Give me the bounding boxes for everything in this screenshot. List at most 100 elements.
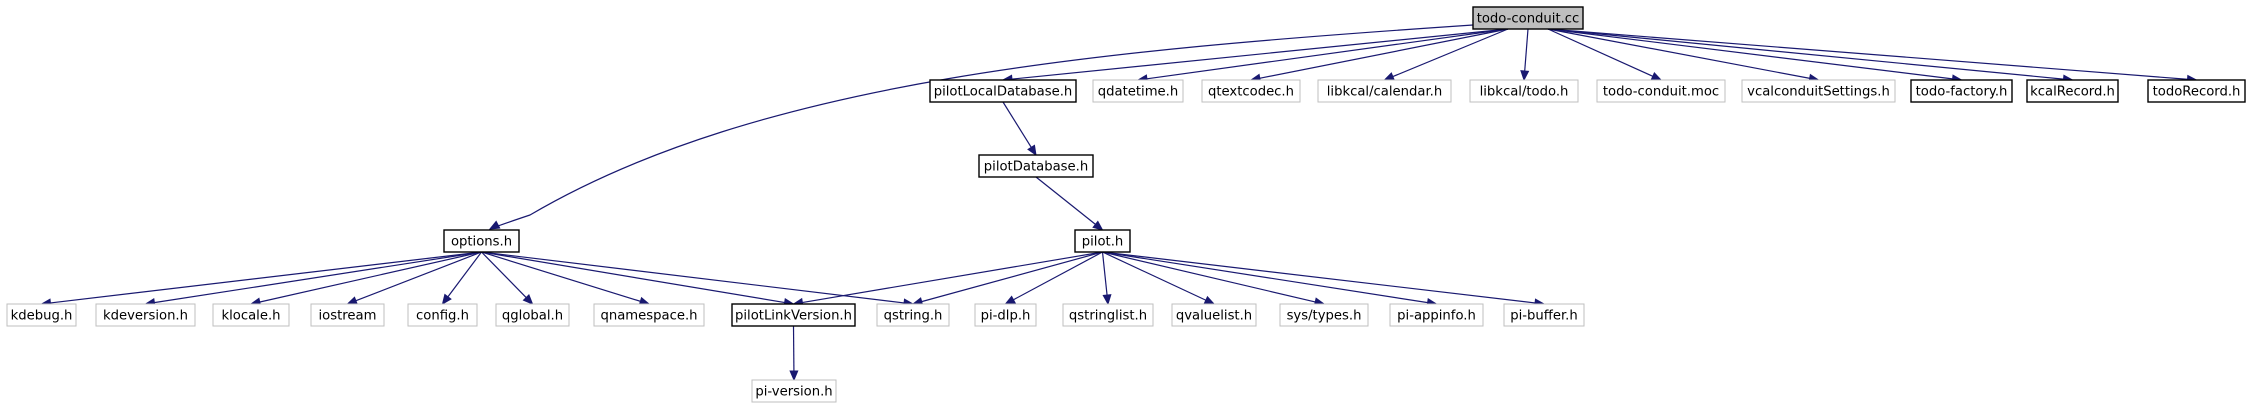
node-pi-appinfo: pi-appinfo.h — [1389, 303, 1484, 327]
arrowhead — [488, 220, 501, 230]
node-box — [593, 303, 705, 327]
node-pilotDatabase[interactable]: pilotDatabase.h — [978, 154, 1094, 178]
edge-options-to-qglobal — [481, 251, 534, 305]
node-qvaluelist: qvaluelist.h — [1171, 303, 1257, 327]
edge-options-to-iostream — [346, 251, 482, 305]
node-qnamespace: qnamespace.h — [593, 303, 705, 327]
node-label: vcalconduitSettings.h — [1747, 85, 1890, 100]
node-label: pi-appinfo.h — [1397, 309, 1476, 324]
node-box — [929, 79, 1077, 103]
node-box — [2147, 79, 2246, 103]
node-pi-dlp: pi-dlp.h — [974, 303, 1037, 327]
arrowhead — [1520, 70, 1530, 82]
node-pi-buffer: pi-buffer.h — [1503, 303, 1585, 327]
node-label: pilotLinkVersion.h — [735, 309, 852, 324]
node-box — [1317, 79, 1452, 103]
arrowhead — [789, 370, 799, 382]
node-todo-conduit-moc: todo-conduit.moc — [1596, 79, 1726, 103]
node-pilot[interactable]: pilot.h — [1074, 229, 1131, 253]
edge-pilotDatabase-to-pilot — [1035, 176, 1104, 231]
node-config: config.h — [407, 303, 478, 327]
node-todoRecord[interactable]: todoRecord.h — [2147, 79, 2246, 103]
node-label: options.h — [451, 235, 512, 250]
arrowhead — [522, 294, 534, 305]
node-box — [1074, 229, 1131, 253]
node-label: pilotDatabase.h — [984, 160, 1088, 175]
node-iostream: iostream — [310, 303, 385, 327]
node-box — [876, 303, 950, 327]
node-label: sys/types.h — [1287, 309, 1362, 324]
node-box — [1503, 303, 1585, 327]
node-box — [1171, 303, 1257, 327]
node-label: qglobal.h — [502, 309, 563, 324]
node-todo-conduit[interactable]: todo-conduit.cc — [1472, 6, 1584, 30]
edge-pilotLinkVersion-to-pi-version — [789, 325, 799, 382]
node-box — [1389, 303, 1484, 327]
node-box — [212, 303, 290, 327]
node-libkcal-calendar: libkcal/calendar.h — [1317, 79, 1452, 103]
node-box — [1469, 79, 1579, 103]
node-label: libkcal/todo.h — [1480, 85, 1569, 100]
node-label: todo-conduit.cc — [1477, 12, 1580, 27]
node-label: qstringlist.h — [1069, 309, 1147, 324]
node-box — [1279, 303, 1369, 327]
edge-todo-conduit-to-options — [488, 24, 1474, 230]
node-label: pi-dlp.h — [981, 309, 1031, 324]
node-box — [1472, 6, 1584, 30]
node-box — [6, 303, 77, 327]
node-box — [1910, 79, 2013, 103]
node-kdebug: kdebug.h — [6, 303, 77, 327]
node-qdatetime: qdatetime.h — [1092, 79, 1184, 103]
edge-options-to-config — [441, 251, 482, 306]
node-sys-types: sys/types.h — [1279, 303, 1369, 327]
node-label: todo-conduit.moc — [1603, 85, 1719, 100]
node-label: pi-version.h — [755, 385, 832, 400]
edge-todo-conduit-to-libkcal-todo — [1520, 28, 1530, 82]
arrowhead — [1102, 294, 1112, 306]
node-pi-version: pi-version.h — [751, 379, 837, 403]
edge-pilot-to-qstring — [911, 251, 1103, 306]
node-pilotLinkVersion[interactable]: pilotLinkVersion.h — [731, 303, 856, 327]
node-pilotLocalDatabase[interactable]: pilotLocalDatabase.h — [929, 79, 1077, 103]
node-label: qtextcodec.h — [1208, 85, 1294, 100]
node-label: qnamespace.h — [600, 309, 697, 324]
nodes-layer: todo-conduit.cc pilotLocalDatabase.h qdate… — [6, 6, 2246, 403]
node-box — [2026, 79, 2119, 103]
node-box — [1596, 79, 1726, 103]
node-qstring: qstring.h — [876, 303, 950, 327]
node-label: kdeversion.h — [103, 309, 188, 324]
node-box — [978, 154, 1094, 178]
arrowhead — [1027, 144, 1037, 157]
node-options[interactable]: options.h — [443, 229, 520, 253]
arrowhead — [441, 293, 452, 306]
node-box — [1092, 79, 1184, 103]
node-box — [731, 303, 856, 327]
node-label: todoRecord.h — [2153, 85, 2241, 100]
node-label: qdatetime.h — [1098, 85, 1178, 100]
node-vcalconduitSettings: vcalconduitSettings.h — [1741, 79, 1896, 103]
node-libkcal-todo: libkcal/todo.h — [1469, 79, 1579, 103]
node-label: qvaluelist.h — [1176, 309, 1252, 324]
node-box — [495, 303, 570, 327]
edge-pilotLocalDatabase-to-pilotDatabase — [1002, 101, 1037, 157]
node-qstringlist: qstringlist.h — [1062, 303, 1154, 327]
node-todo-factory[interactable]: todo-factory.h — [1910, 79, 2013, 103]
node-kcalRecord[interactable]: kcalRecord.h — [2026, 79, 2119, 103]
node-label: kcalRecord.h — [2030, 85, 2115, 100]
node-qtextcodec: qtextcodec.h — [1201, 79, 1301, 103]
node-label: qstring.h — [884, 309, 943, 324]
node-box — [95, 303, 196, 327]
node-box — [974, 303, 1037, 327]
node-label: klocale.h — [221, 309, 280, 324]
node-label: kdebug.h — [11, 309, 73, 324]
node-box — [1062, 303, 1154, 327]
arrowhead — [1092, 220, 1104, 231]
node-label: pilotLocalDatabase.h — [934, 85, 1073, 100]
node-box — [407, 303, 478, 327]
node-kdeversion: kdeversion.h — [95, 303, 196, 327]
node-label: pi-buffer.h — [1510, 309, 1577, 324]
node-box — [751, 379, 837, 403]
node-label: pilot.h — [1082, 235, 1124, 250]
